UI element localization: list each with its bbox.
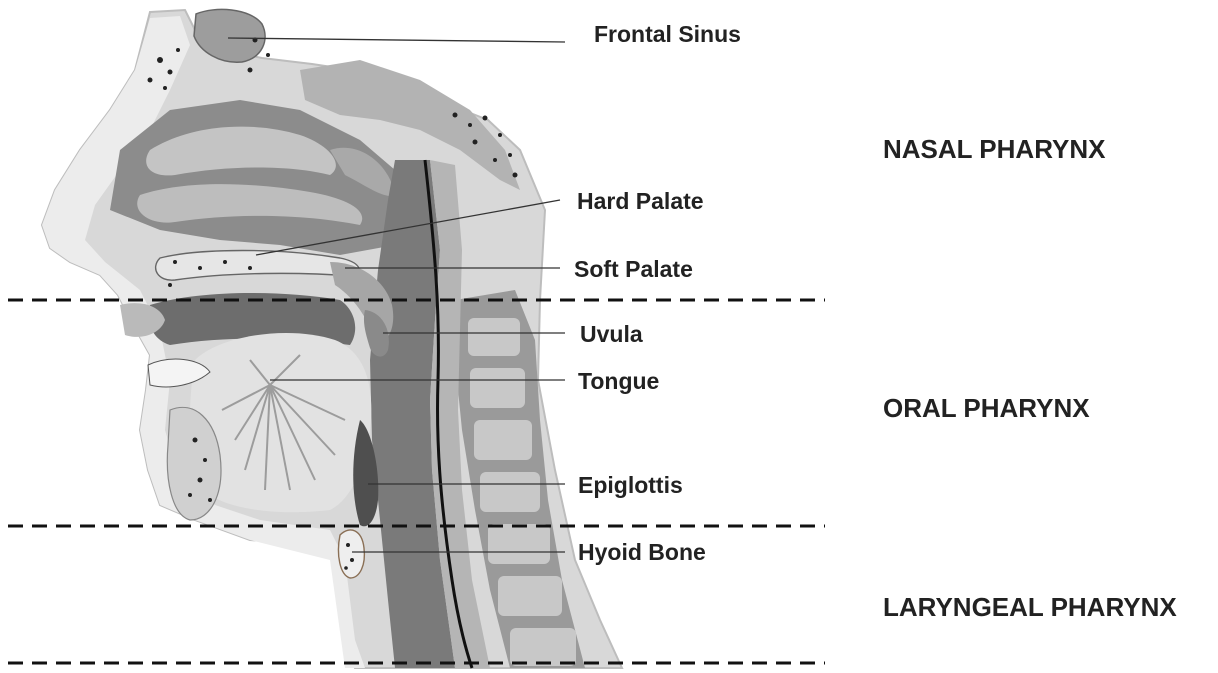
label-tongue: Tongue [578,368,659,394]
label-soft-palate: Soft Palate [574,256,693,282]
region-label-nasal: NASAL PHARYNX [883,134,1106,164]
label-frontal-sinus: Frontal Sinus [594,21,741,47]
region-label-laryngeal: LARYNGEAL PHARYNX [883,592,1177,622]
label-epiglottis: Epiglottis [578,472,683,498]
region-labels: NASAL PHARYNX ORAL PHARYNX LARYNGEAL PHA… [883,134,1177,622]
part-labels: Frontal Sinus Hard Palate Soft Palate Uv… [574,21,741,565]
leader-frontal-sinus [228,38,565,42]
hyoid-bone [338,530,364,578]
label-hyoid-bone: Hyoid Bone [578,539,706,565]
head-cross-section [42,9,622,668]
region-label-oral: ORAL PHARYNX [883,393,1090,423]
label-uvula: Uvula [580,321,643,347]
label-hard-palate: Hard Palate [577,188,704,214]
